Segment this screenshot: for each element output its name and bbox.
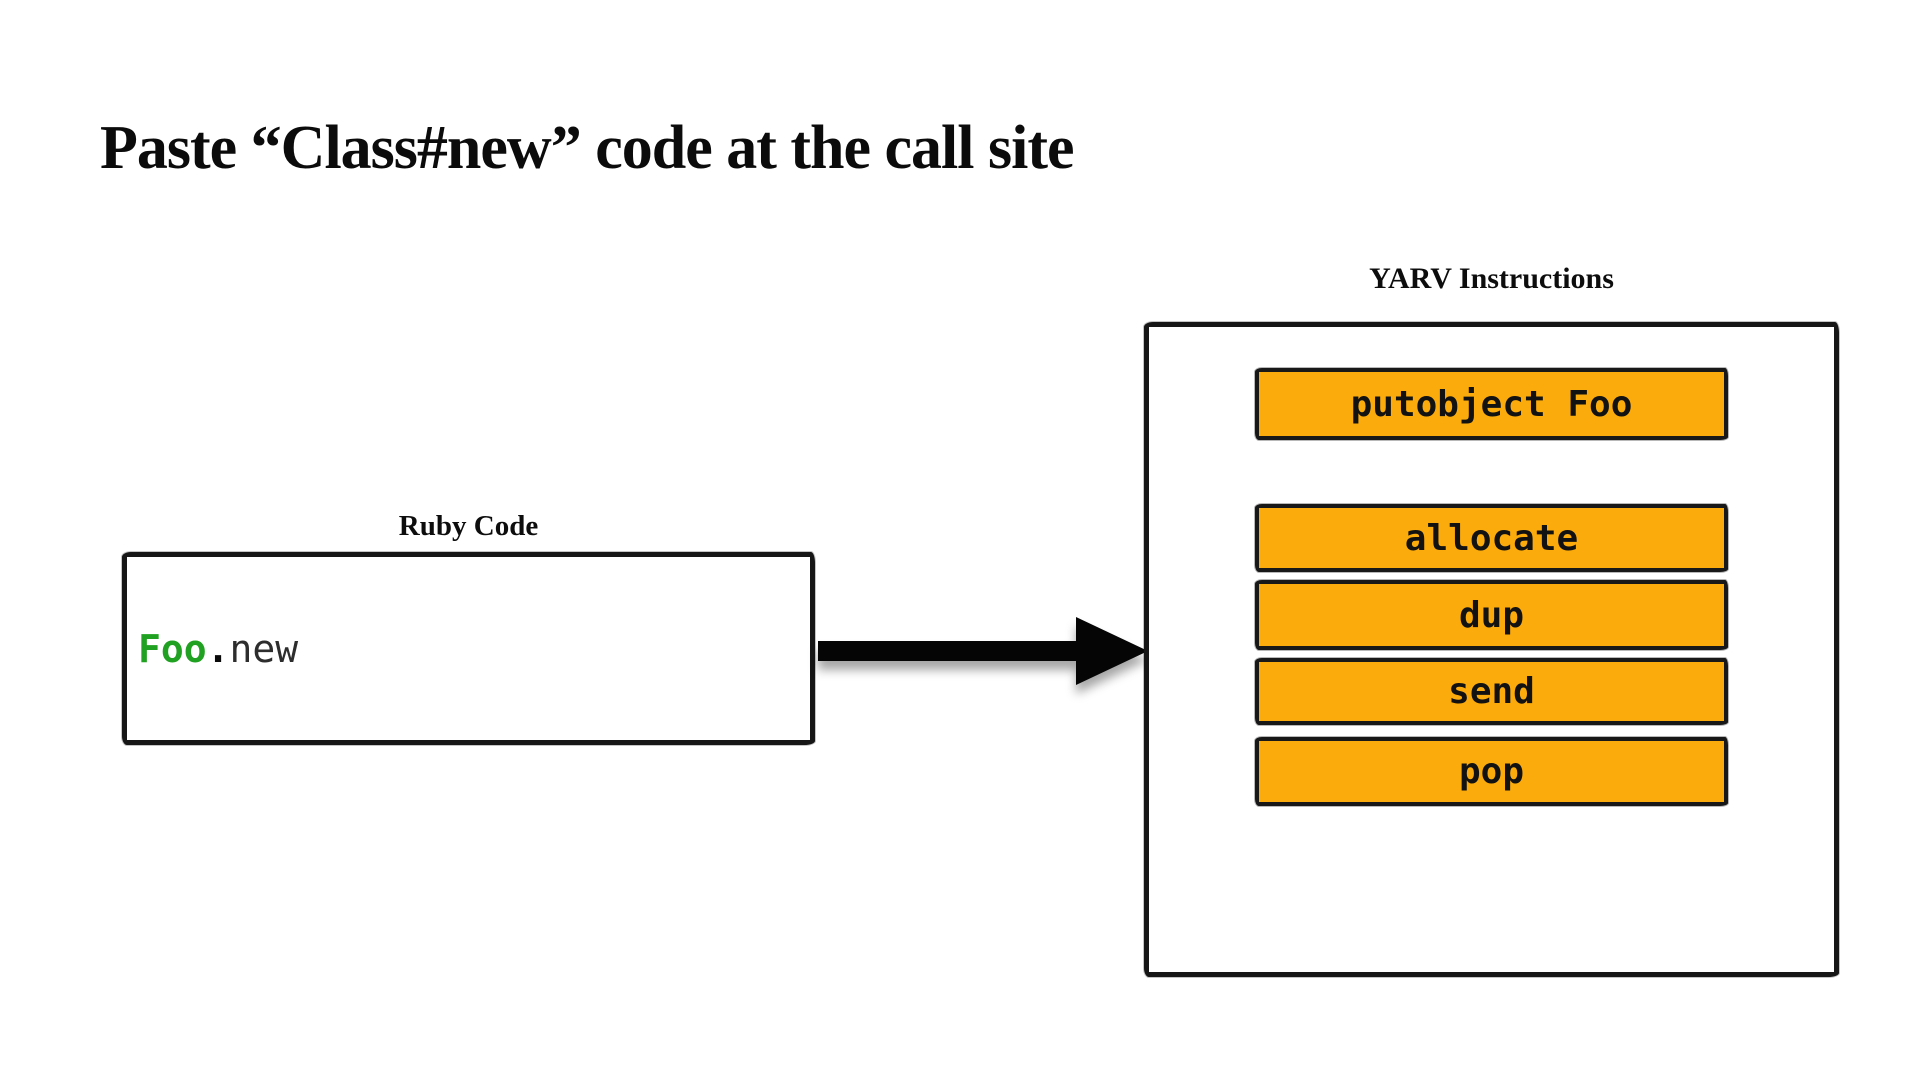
code-token-method: new	[229, 626, 299, 671]
instruction-label: send	[1448, 671, 1535, 712]
ruby-code-line: Foo.new	[138, 557, 298, 740]
yarv-instructions-box: putobject Foo allocate dup send pop	[1144, 322, 1839, 977]
instruction-bar-putobject: putobject Foo	[1255, 368, 1728, 440]
flow-arrow-shaft	[818, 641, 1080, 661]
instruction-label: pop	[1458, 751, 1525, 792]
instruction-bar-dup: dup	[1255, 580, 1728, 650]
slide-title: Paste “Class#new” code at the call site	[100, 113, 1074, 182]
code-token-class: Foo	[138, 626, 207, 671]
instruction-bar-pop: pop	[1255, 737, 1728, 806]
instruction-label: allocate	[1404, 517, 1579, 559]
ruby-code-box: Foo.new	[122, 552, 815, 745]
instruction-label: dup	[1458, 594, 1525, 636]
flow-arrow-head	[1076, 617, 1148, 685]
instruction-bar-allocate: allocate	[1255, 504, 1728, 572]
ruby-code-label: Ruby Code	[398, 510, 539, 542]
yarv-instructions-label: YARV Instructions	[1369, 262, 1614, 295]
instruction-label: putobject Foo	[1350, 383, 1633, 425]
instruction-bar-send: send	[1255, 658, 1728, 725]
flow-arrow-icon	[818, 617, 1148, 685]
code-token-dot: .	[206, 626, 230, 671]
